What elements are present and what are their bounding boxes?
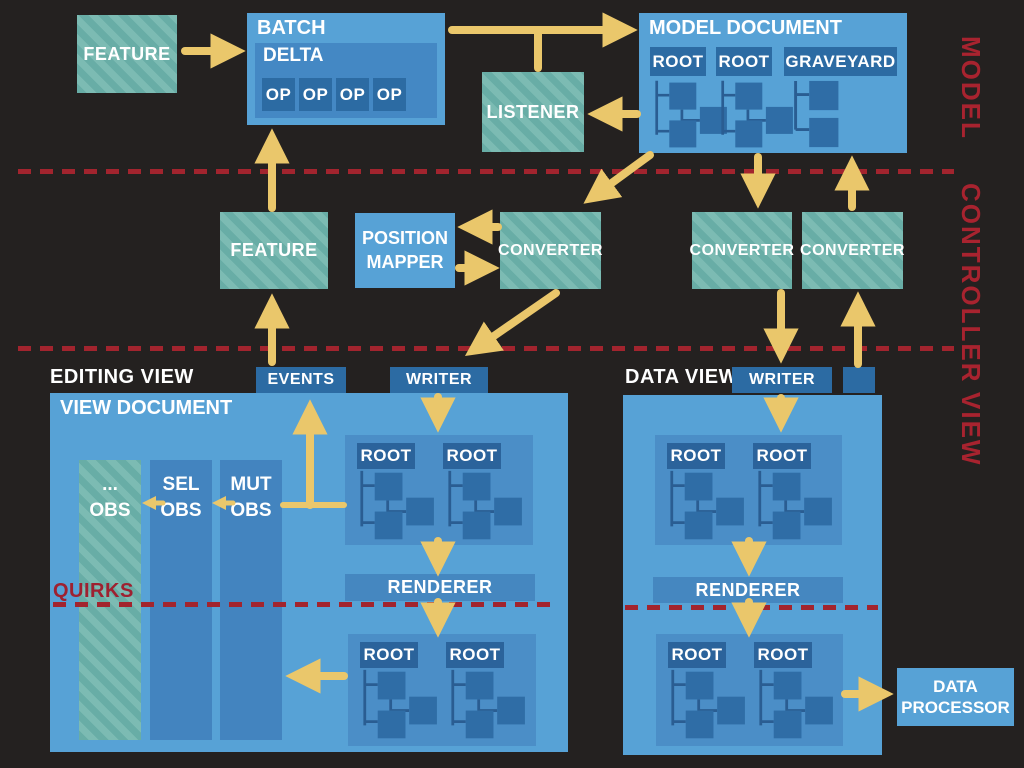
data-bottom-root-tree	[759, 668, 835, 740]
arrow-converter1-to-editing-writer	[464, 289, 560, 357]
quirks-divider	[53, 602, 558, 607]
listener-box: LISTENER	[482, 72, 584, 152]
observer-column-selection: SEL OBS	[150, 460, 212, 740]
feature-controller-label: FEATURE	[230, 240, 318, 260]
observer-column-mutation: MUT OBS	[220, 460, 282, 740]
listener-label: LISTENER	[486, 101, 580, 122]
view-document-label: VIEW DOCUMENT	[60, 397, 233, 419]
converter-box-3: CONVERTER	[800, 212, 904, 289]
editing-bottom-root-tree	[451, 668, 527, 740]
model-layer-label: MODEL	[956, 36, 986, 140]
data-view-box: ROOT ROOT RENDERER ROOT ROOT	[623, 395, 882, 755]
op-box: OP	[373, 78, 406, 111]
events-tab: EVENTS	[256, 367, 346, 393]
data-bottom-root-tree	[671, 668, 747, 740]
data-view-divider	[625, 605, 878, 610]
editing-bottom-roots-container: ROOT ROOT	[348, 634, 536, 746]
data-top-root-chip: ROOT	[667, 443, 725, 469]
editing-renderer-box: RENDERER	[345, 574, 535, 601]
model-root-chip: ROOT	[650, 47, 706, 76]
editing-top-root-chip: ROOT	[357, 443, 415, 469]
editing-view-title: EDITING VIEW	[50, 366, 194, 388]
model-document-label: MODEL DOCUMENT	[649, 17, 842, 39]
converter-box-2: CONVERTER	[690, 212, 794, 289]
observer-column-generic: ... OBS	[79, 460, 141, 740]
model-controller-divider	[18, 169, 954, 174]
op-box: OP	[299, 78, 332, 111]
data-top-root-tree	[758, 469, 834, 541]
feature-model-label: FEATURE	[83, 43, 171, 64]
converter-box-1: CONVERTER	[498, 212, 602, 289]
data-bottom-root-chip: ROOT	[754, 642, 812, 668]
editing-top-root-tree	[360, 469, 436, 541]
data-bottom-root-chip: ROOT	[668, 642, 726, 668]
batch-box: BATCH DELTA OP OP OP OP	[247, 13, 445, 125]
op-box: OP	[336, 78, 369, 111]
feature-controller-box: FEATURE	[220, 212, 328, 289]
position-mapper-box: POSITION MAPPER	[355, 213, 455, 288]
data-top-roots-container: ROOT ROOT	[655, 435, 842, 545]
data-processor-box: DATA PROCESSOR	[897, 668, 1014, 726]
batch-label: BATCH	[257, 17, 326, 39]
delta-label: DELTA	[263, 45, 324, 66]
data-view-extra-tab	[843, 367, 875, 393]
editing-bottom-root-chip: ROOT	[360, 642, 418, 668]
editing-writer-tab: WRITER	[390, 367, 488, 393]
controller-view-divider	[18, 346, 954, 351]
model-root-chip: ROOT	[716, 47, 772, 76]
quirks-label: QUIRKS	[53, 580, 134, 602]
model-document-box: MODEL DOCUMENT ROOT ROOT GRAVEYARD	[639, 13, 907, 153]
feature-model-box: FEATURE	[77, 15, 177, 93]
data-writer-tab: WRITER	[732, 367, 832, 393]
editing-top-roots-container: ROOT ROOT	[345, 435, 533, 545]
editing-view-box: VIEW DOCUMENT ... OBS SEL OBS MUT OBS QU…	[50, 393, 568, 752]
editing-top-root-tree	[448, 469, 524, 541]
model-graveyard-chip: GRAVEYARD	[784, 47, 897, 76]
view-layer-label: VIEW	[956, 392, 986, 467]
data-top-root-chip: ROOT	[753, 443, 811, 469]
op-box: OP	[262, 78, 295, 111]
controller-layer-label: CONTROLLER	[956, 183, 986, 384]
editing-bottom-root-chip: ROOT	[446, 642, 504, 668]
data-top-root-tree	[670, 469, 746, 541]
editing-top-root-chip: ROOT	[443, 443, 501, 469]
data-view-title: DATA VIEW	[625, 366, 739, 388]
delta-box: DELTA OP OP OP OP	[255, 43, 437, 118]
editing-bottom-root-tree	[363, 668, 439, 740]
data-bottom-roots-container: ROOT ROOT	[656, 634, 843, 746]
data-renderer-box: RENDERER	[653, 577, 843, 603]
model-graveyard-tree	[794, 79, 840, 149]
